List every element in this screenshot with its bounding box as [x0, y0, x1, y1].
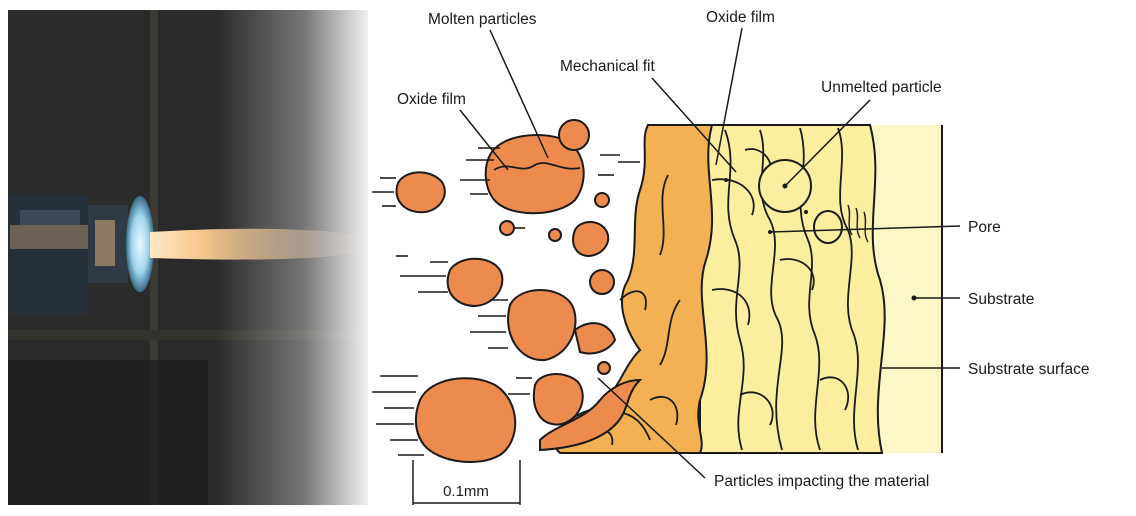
label-mechanical-fit: Mechanical fit [560, 58, 655, 75]
particle-left-2 [448, 259, 503, 306]
particle-large-bottom [416, 378, 515, 462]
scale-bar-label: 0.1mm [443, 483, 489, 500]
photo-shadow [8, 360, 208, 505]
nozzle-glow [126, 196, 154, 292]
photo-fade [215, 10, 375, 505]
particle-tiny-1 [590, 270, 614, 294]
spray-gun-photo [8, 10, 375, 505]
particle-tiny-2 [595, 193, 609, 207]
particle-tiny-5 [598, 362, 610, 374]
pore [814, 211, 842, 243]
label-molten-particles: Molten particles [428, 11, 537, 28]
particle-bottom-2 [534, 374, 583, 425]
particle-splat [575, 323, 615, 353]
molten-particles [397, 120, 640, 462]
particle-small-top [559, 120, 589, 150]
label-particles-impacting: Particles impacting the material [714, 473, 929, 490]
label-unmelted-particle: Unmelted particle [821, 79, 942, 96]
particle-tiny-3 [549, 229, 561, 241]
substrate-marker [912, 296, 917, 301]
particle-mid [508, 290, 575, 360]
particle-mid-small [573, 222, 608, 256]
label-pore: Pore [968, 219, 1001, 236]
label-oxide-film-left: Oxide film [397, 91, 466, 108]
particle-left-1 [397, 172, 445, 212]
label-oxide-film-top: Oxide film [706, 9, 775, 26]
unmelted-marker [783, 184, 788, 189]
label-substrate: Substrate [968, 291, 1034, 308]
label-substrate-surface: Substrate surface [968, 361, 1089, 378]
particle-tiny-4 [500, 221, 514, 235]
